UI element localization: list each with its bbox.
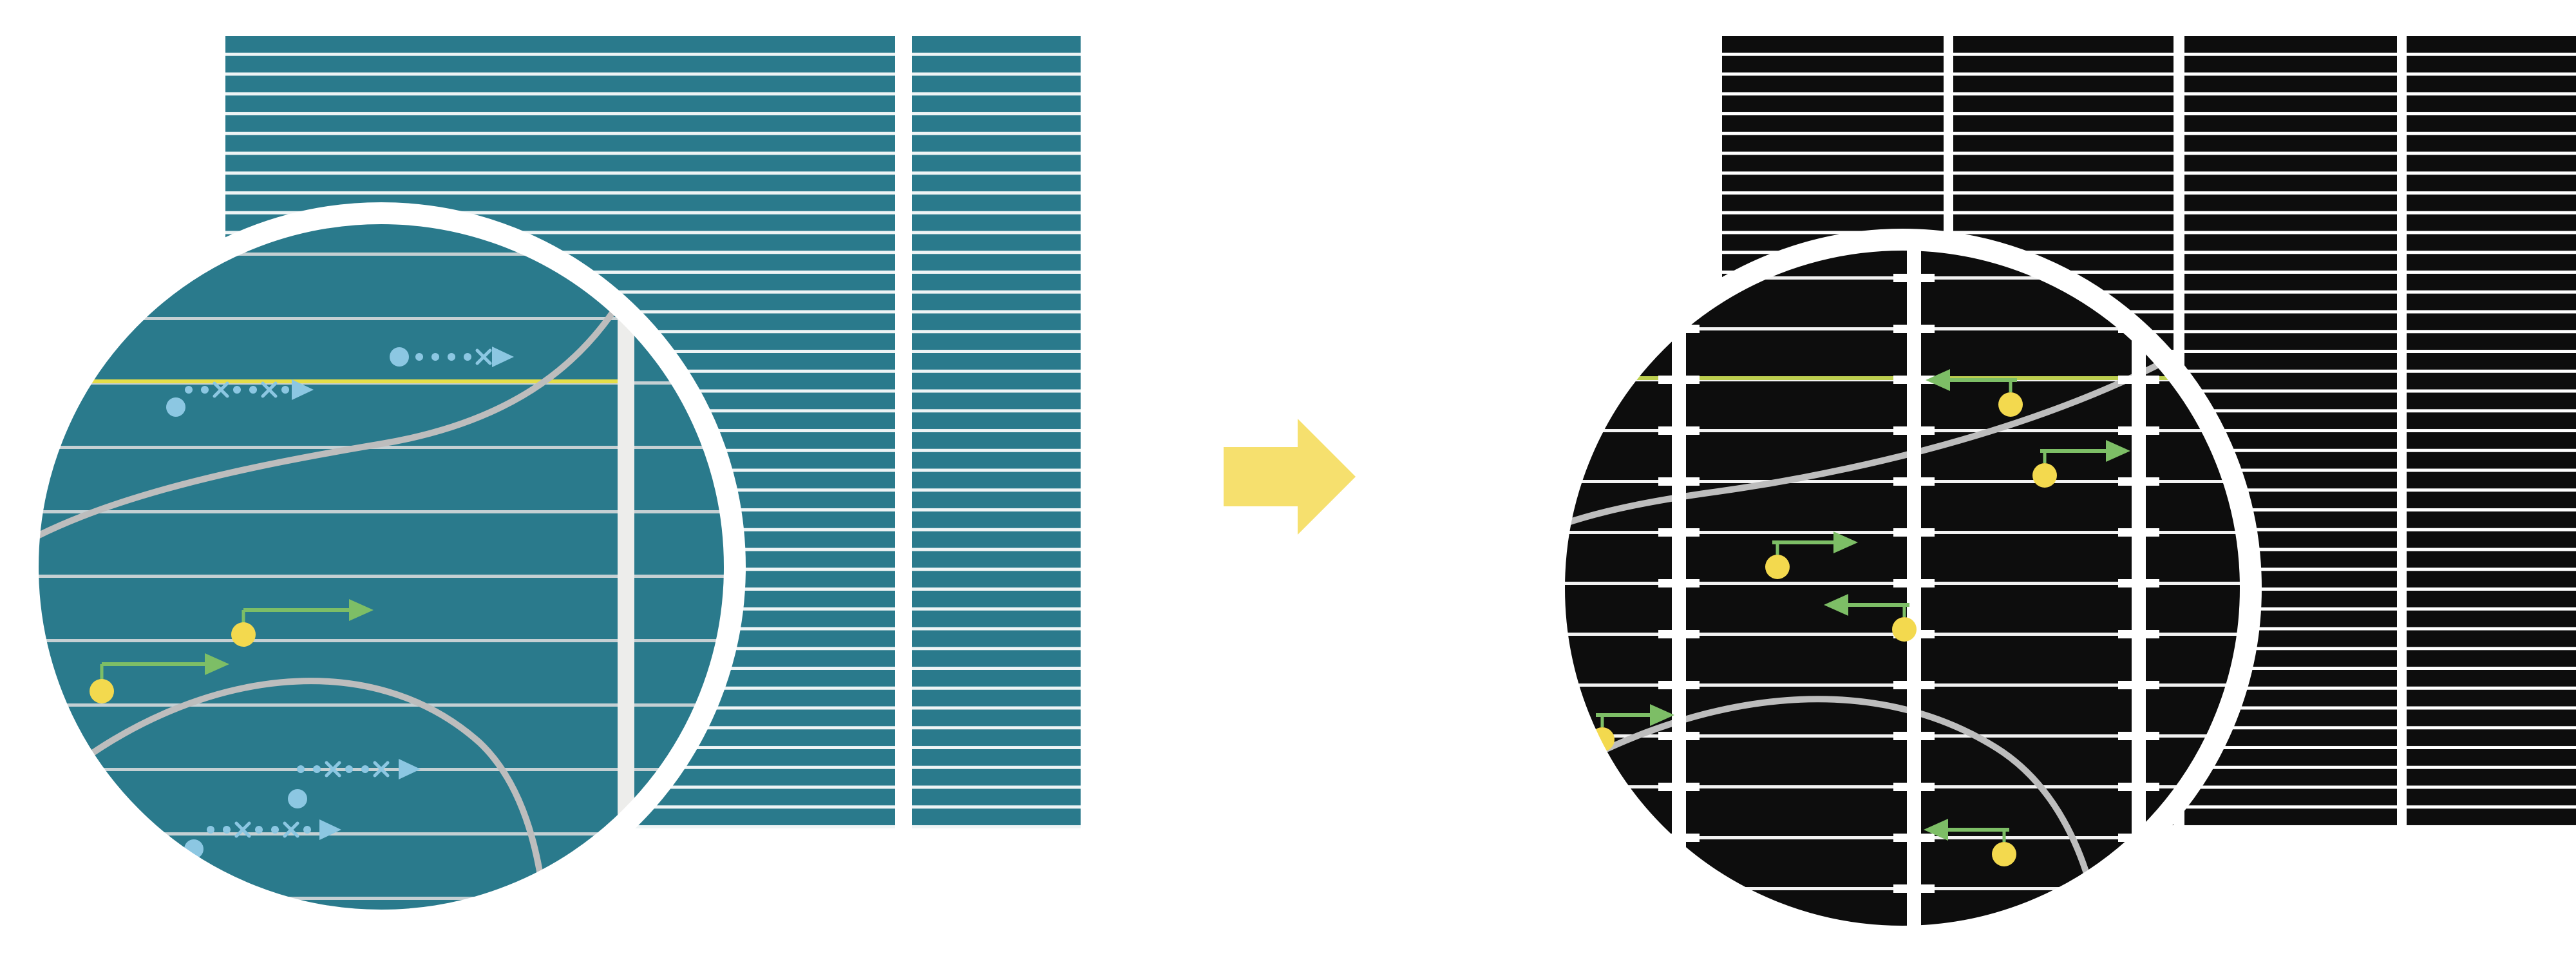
recombination-x-mark bbox=[373, 761, 390, 778]
collection-arrowhead bbox=[1926, 369, 1950, 391]
grain-boundary-curve-upper bbox=[38, 242, 652, 559]
recombination-x-mark bbox=[261, 381, 278, 398]
recombination-x-mark bbox=[213, 381, 229, 398]
carrier-dot-yellow bbox=[2032, 463, 2057, 488]
busbar-bar bbox=[1672, 250, 1686, 926]
recombination-dot bbox=[185, 386, 193, 394]
recombination-dot bbox=[281, 386, 289, 394]
recombination-path bbox=[184, 819, 341, 859]
recombination-dot bbox=[313, 765, 321, 773]
collection-path bbox=[1924, 819, 2016, 866]
recombination-path bbox=[288, 759, 421, 808]
carrier-dot-blue bbox=[166, 397, 185, 417]
recombination-dot bbox=[271, 826, 279, 834]
right-busbar bbox=[2118, 250, 2159, 926]
recombination-x-mark bbox=[234, 821, 251, 838]
left-magnifier-ring bbox=[17, 202, 746, 931]
grain-boundary-curve-lower bbox=[63, 678, 552, 910]
recombination-dot bbox=[255, 826, 263, 834]
left-highlighted-finger-line bbox=[38, 379, 634, 383]
carrier-dot-blue bbox=[288, 789, 307, 808]
carrier-dot-yellow bbox=[1998, 392, 2023, 417]
collection-arrowhead bbox=[1650, 704, 1674, 726]
recombination-dot bbox=[223, 826, 231, 834]
recombination-dot bbox=[448, 353, 455, 361]
collection-arrowhead bbox=[2106, 440, 2130, 462]
recombination-dot bbox=[303, 826, 311, 834]
busbar-bar bbox=[1907, 250, 1921, 926]
collection-path bbox=[2032, 440, 2130, 488]
collection-path bbox=[90, 653, 229, 703]
recombination-dot bbox=[249, 386, 257, 394]
right-cell-panel-4 bbox=[2407, 36, 2576, 828]
recombination-dot bbox=[464, 353, 471, 361]
carrier-dot-yellow bbox=[1892, 617, 1917, 642]
left-magnifier bbox=[17, 202, 746, 931]
recombination-path bbox=[166, 379, 314, 417]
recombination-dot bbox=[415, 353, 423, 361]
collection-arrowhead bbox=[1924, 819, 1948, 841]
carrier-dot-blue bbox=[390, 347, 409, 367]
left-cell-strip-panel bbox=[912, 36, 1081, 828]
carrier-dot-yellow bbox=[1765, 555, 1790, 579]
left-magnifier-background bbox=[38, 224, 724, 910]
recombination-dot bbox=[201, 386, 209, 394]
recombination-arrowhead bbox=[319, 819, 341, 840]
recombination-x-mark bbox=[283, 821, 299, 838]
recombination-path bbox=[390, 347, 514, 367]
left-busbar bbox=[618, 224, 634, 910]
collection-arrowhead bbox=[349, 599, 374, 621]
recombination-dot bbox=[233, 386, 241, 394]
left-magnifier-content bbox=[38, 224, 724, 910]
collection-path bbox=[231, 599, 374, 647]
collection-path bbox=[1765, 531, 1858, 579]
right-magnifier bbox=[1543, 229, 2262, 948]
carrier-dot-yellow bbox=[1992, 842, 2016, 866]
recombination-x-mark bbox=[325, 761, 341, 778]
carrier-dot-yellow bbox=[231, 622, 256, 647]
recombination-dot bbox=[207, 826, 214, 834]
recombination-x-mark bbox=[475, 349, 492, 365]
collection-path bbox=[1824, 594, 1917, 642]
recombination-dot bbox=[431, 353, 439, 361]
right-busbar bbox=[1658, 250, 1700, 926]
collection-arrowhead bbox=[1824, 594, 1848, 616]
recombination-arrowhead bbox=[292, 379, 314, 400]
busbar-bar bbox=[2132, 250, 2146, 926]
collection-path bbox=[1926, 369, 2023, 417]
right-magnifier-content bbox=[1564, 250, 2240, 926]
recombination-dot bbox=[361, 765, 369, 773]
transition-arrow-icon bbox=[1224, 419, 1356, 535]
recombination-arrowhead bbox=[492, 347, 514, 367]
recombination-dot bbox=[345, 765, 353, 773]
right-busbar bbox=[1893, 250, 1935, 926]
collection-arrowhead bbox=[1833, 531, 1858, 553]
right-magnifier-ring bbox=[1543, 229, 2262, 948]
carrier-dot-yellow bbox=[90, 679, 114, 703]
recombination-dot bbox=[297, 765, 305, 773]
recombination-arrowhead bbox=[399, 759, 421, 779]
collection-arrowhead bbox=[205, 653, 229, 675]
